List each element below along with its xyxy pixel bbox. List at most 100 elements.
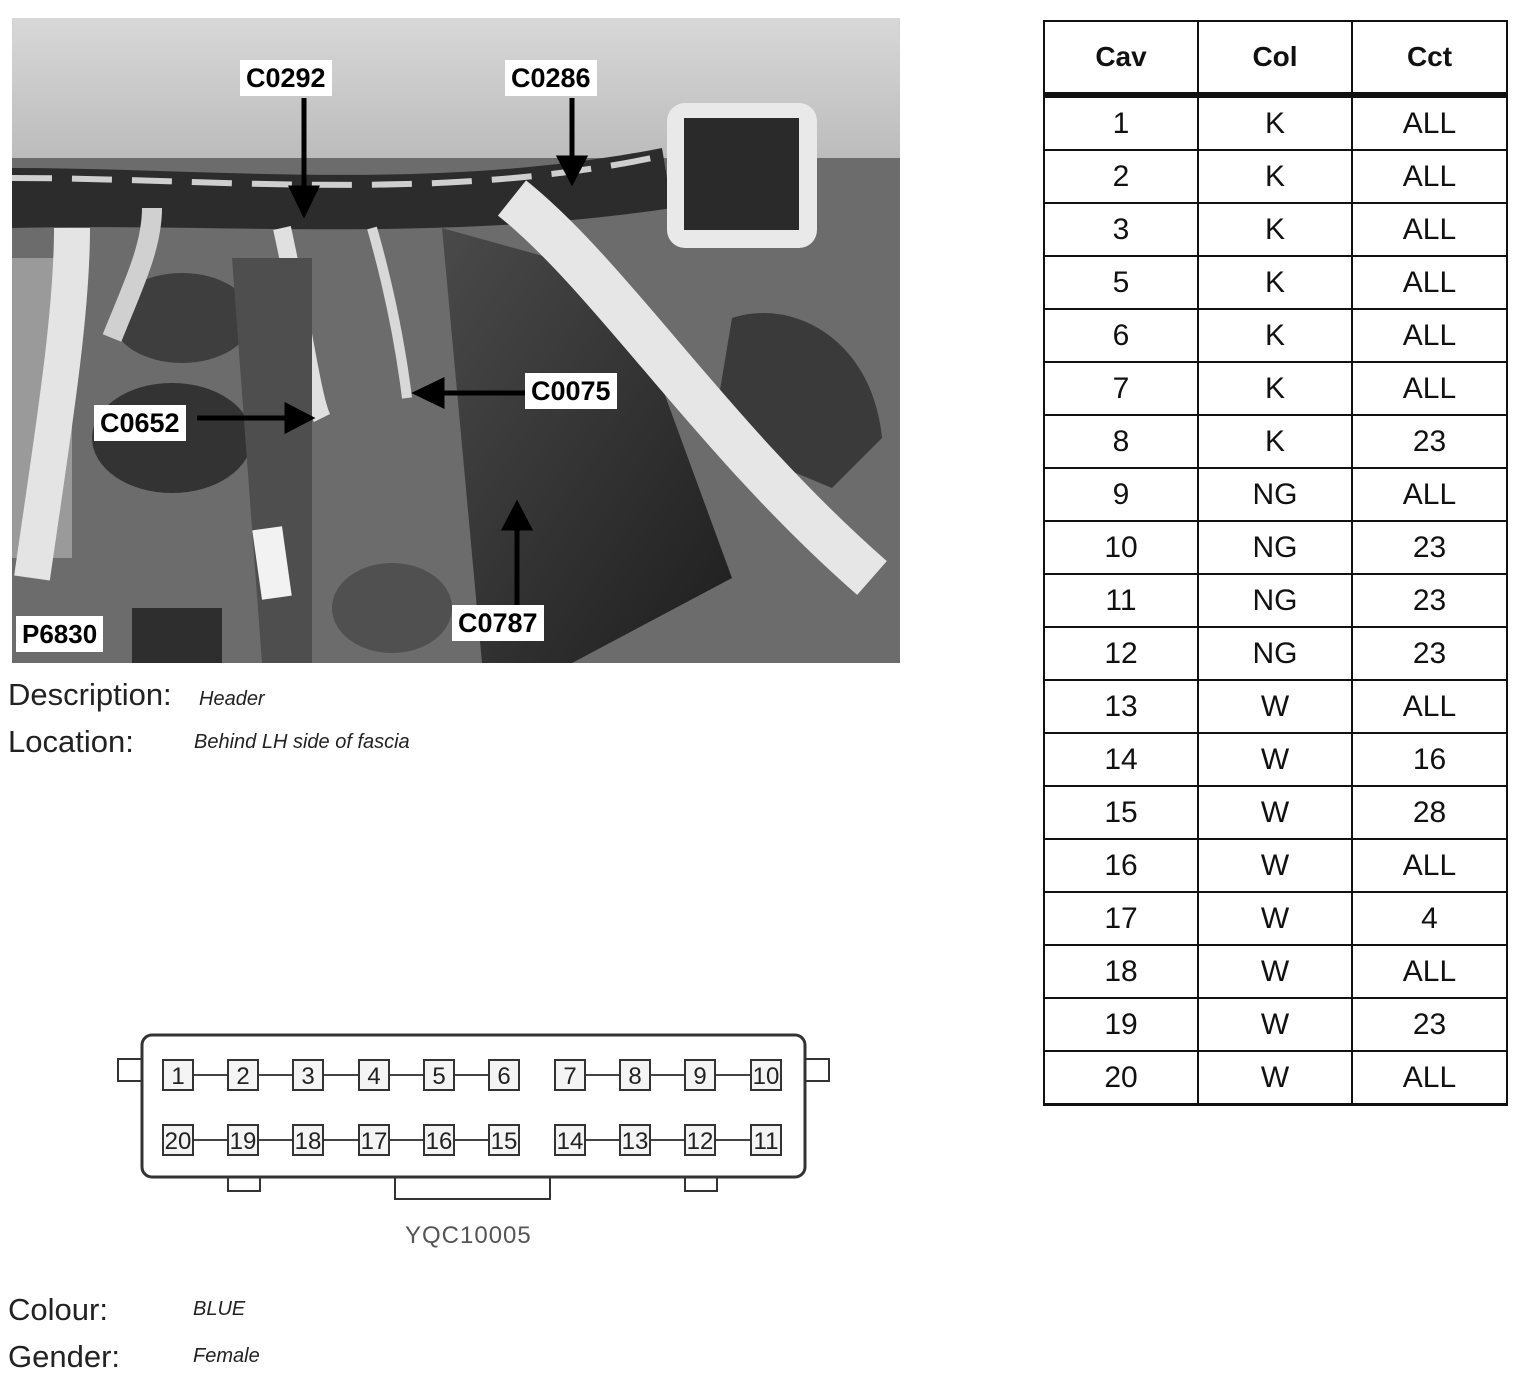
photo-illustration	[12, 18, 900, 663]
cell-col: W	[1197, 679, 1353, 734]
connector-left-tab	[117, 1058, 143, 1082]
pin-number: 7	[563, 1063, 576, 1090]
pin-cavity	[750, 1124, 782, 1156]
pin-cavity	[554, 1059, 586, 1091]
pin-cavity	[162, 1059, 194, 1091]
cell-cav: 1	[1043, 94, 1199, 151]
pin-number: 13	[622, 1128, 649, 1155]
gender-value: Female	[193, 1345, 260, 1367]
cell-cct: 23	[1351, 626, 1508, 681]
cell-cav: 10	[1043, 520, 1199, 575]
header-cav: Cav	[1043, 20, 1199, 98]
pin-cavity	[488, 1124, 520, 1156]
cell-cav: 11	[1043, 573, 1199, 628]
cell-cct: ALL	[1351, 202, 1508, 257]
pin-number: 4	[367, 1063, 380, 1090]
cell-cav: 6	[1043, 308, 1199, 363]
gender-label: Gender:	[8, 1339, 121, 1374]
pin-cavity	[423, 1124, 455, 1156]
cell-cav: 8	[1043, 414, 1199, 469]
pin-number: 9	[693, 1063, 706, 1090]
pin-cavity	[162, 1124, 194, 1156]
pin-cavity	[619, 1124, 651, 1156]
cell-cct: 4	[1351, 891, 1508, 946]
cell-col: NG	[1197, 626, 1353, 681]
pin-cavity	[227, 1059, 259, 1091]
location-label: Location:	[8, 724, 134, 759]
header-col: Col	[1197, 20, 1353, 98]
location-photo: C0292 C0286 C0075 C0652 C0787 P6830	[12, 18, 900, 663]
pin-cavity	[684, 1124, 716, 1156]
pin-number: 14	[557, 1128, 584, 1155]
cell-cav: 19	[1043, 997, 1199, 1052]
cell-cav: 12	[1043, 626, 1199, 681]
cell-cav: 13	[1043, 679, 1199, 734]
cell-cav: 9	[1043, 467, 1199, 522]
pin-cavity	[619, 1059, 651, 1091]
cell-cav: 7	[1043, 361, 1199, 416]
pin-number: 19	[230, 1128, 257, 1155]
cell-cct: 23	[1351, 997, 1508, 1052]
pin-number: 2	[236, 1063, 249, 1090]
cell-col: K	[1197, 202, 1353, 257]
cell-col: W	[1197, 785, 1353, 840]
cell-col: K	[1197, 361, 1353, 416]
cell-col: W	[1197, 891, 1353, 946]
cell-col: W	[1197, 838, 1353, 893]
location-value: Behind LH side of fascia	[194, 731, 410, 753]
cell-cct: ALL	[1351, 944, 1508, 999]
pin-cavity	[292, 1059, 324, 1091]
colour-label: Colour:	[8, 1292, 108, 1327]
cell-cct: ALL	[1351, 94, 1508, 151]
cell-col: W	[1197, 732, 1353, 787]
cell-cct: 23	[1351, 414, 1508, 469]
cell-col: W	[1197, 944, 1353, 999]
callout-c0292: C0292	[240, 60, 332, 96]
pin-cavity	[358, 1059, 390, 1091]
cell-cct: ALL	[1351, 149, 1508, 204]
cell-cct: 16	[1351, 732, 1508, 787]
cell-cav: 2	[1043, 149, 1199, 204]
cell-cct: ALL	[1351, 679, 1508, 734]
cell-cct: ALL	[1351, 467, 1508, 522]
cell-cav: 15	[1043, 785, 1199, 840]
cell-cav: 18	[1043, 944, 1199, 999]
cell-cct: 23	[1351, 573, 1508, 628]
cell-col: NG	[1197, 467, 1353, 522]
pin-cavity	[684, 1059, 716, 1091]
image-reference: P6830	[16, 616, 104, 652]
pin-number: 8	[628, 1063, 641, 1090]
cell-cct: 28	[1351, 785, 1508, 840]
pin-number: 20	[165, 1128, 192, 1155]
pin-cavity	[292, 1124, 324, 1156]
pin-cavity	[227, 1124, 259, 1156]
pin-cavity	[423, 1059, 455, 1091]
cell-cav: 16	[1043, 838, 1199, 893]
pin-number: 15	[491, 1128, 518, 1155]
cell-cav: 17	[1043, 891, 1199, 946]
cell-cct: ALL	[1351, 1050, 1508, 1106]
cell-col: K	[1197, 149, 1353, 204]
cell-col: W	[1197, 997, 1353, 1052]
pin-number: 12	[687, 1128, 714, 1155]
pin-number: 1	[171, 1063, 184, 1090]
pin-cavity	[554, 1124, 586, 1156]
cell-col: W	[1197, 1050, 1353, 1106]
cell-col: K	[1197, 308, 1353, 363]
